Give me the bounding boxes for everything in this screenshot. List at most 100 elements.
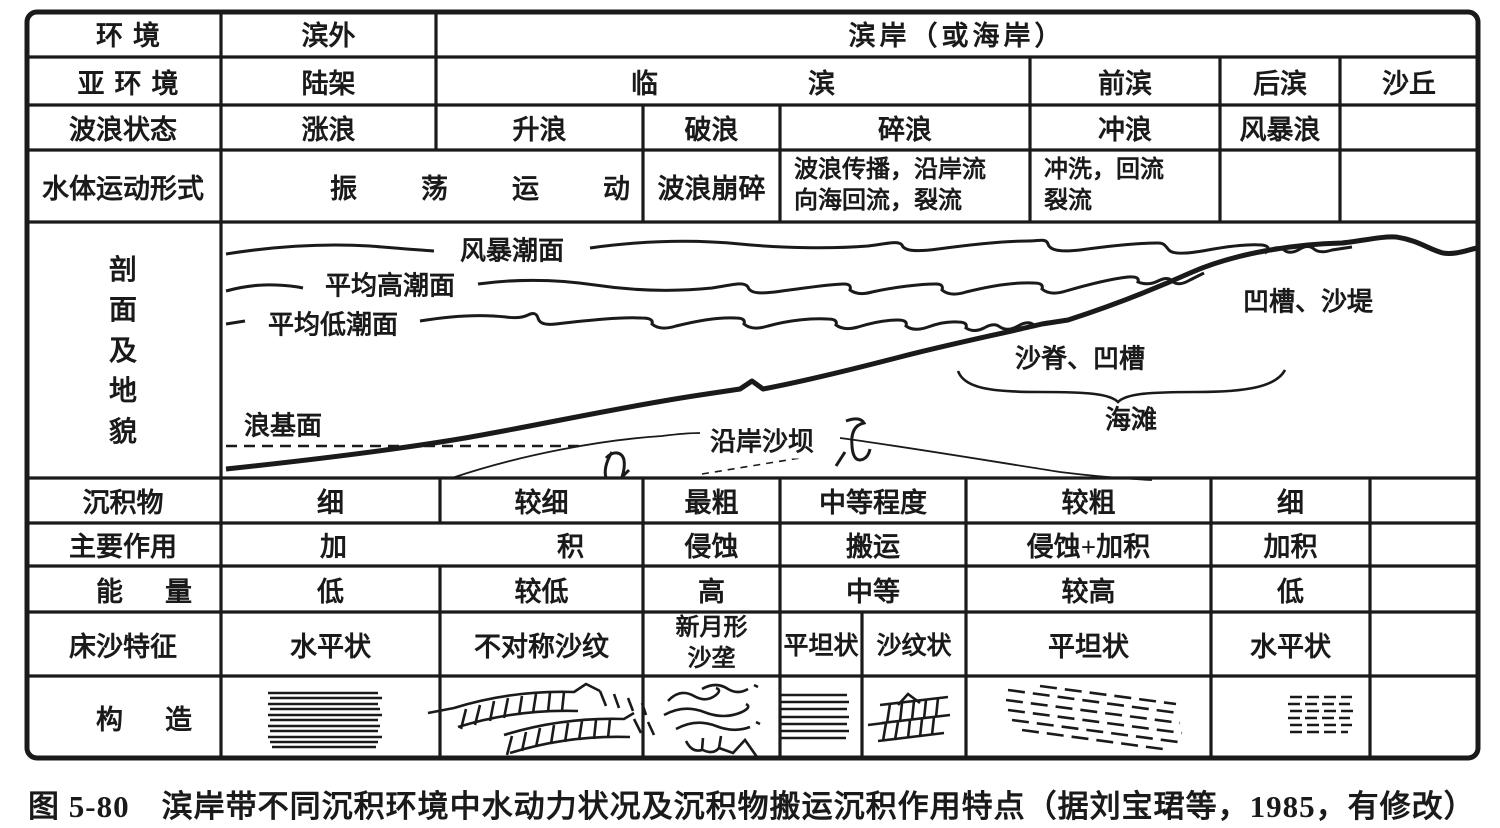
- propagation-line-1: 波浪传播，沿岸流: [794, 156, 986, 183]
- cell-motion-empty-2: [1340, 150, 1478, 222]
- swash-line-2: 裂流: [1044, 188, 1092, 214]
- row-header-water-motion: 水体运动形式: [42, 173, 204, 204]
- cell-bedform-crescent-dune: 新月形沙垄: [643, 612, 780, 676]
- cell-sediment-coarsest: 最粗: [684, 488, 739, 518]
- cell-bedform-horizontal-1: 水平状: [290, 631, 371, 662]
- cell-sediment-finer: 较细: [514, 488, 569, 518]
- cell-foreshore: 前滨: [1098, 68, 1152, 99]
- cell-bedform-flat-2: 平坦状: [1048, 631, 1129, 662]
- storm-tide-line: [225, 238, 1353, 256]
- label-ridge-trough: 沙脊、凹槽: [1014, 344, 1146, 374]
- shoreface-char-1: 临: [631, 68, 658, 99]
- row-header-wave-state: 波浪状态: [69, 115, 177, 145]
- cell-dune: 沙丘: [1382, 68, 1436, 99]
- cell-energy-low-1: 低: [317, 576, 344, 607]
- accretion-char-1: 加: [320, 532, 347, 562]
- cell-erosion-accretion: 侵蚀+加积: [1026, 532, 1151, 562]
- cell-sediment-coarser: 较粗: [1061, 488, 1116, 518]
- accretion-char-2: 积: [557, 532, 584, 562]
- row-header-main-action: 主要作用: [69, 532, 177, 562]
- cell-sediment-empty: [1370, 478, 1478, 523]
- cell-transport: 搬运: [846, 532, 900, 562]
- cell-offshore: 滨外: [301, 21, 356, 51]
- cell-bedform-empty: [1370, 612, 1478, 676]
- climbing-ripple-lamination-icon: [867, 692, 951, 743]
- table-outer-border: [24, 9, 1481, 761]
- table-grid: [25, 12, 1478, 758]
- wave-propagation-text: 波浪传播，沿岸流向海回流，裂流: [794, 155, 986, 217]
- cell-erosion: 侵蚀: [684, 532, 739, 562]
- row-header-profile: 剖面及地貌: [25, 232, 221, 472]
- cell-wave-collapse: 波浪崩碎: [657, 173, 766, 204]
- cell-coast: 滨岸（或海岸）: [848, 21, 1066, 51]
- cell-wave-swash: 冲浪: [1098, 115, 1152, 145]
- cell-wave-breaking: 破浪: [684, 115, 739, 145]
- cell-wave-rising: 涨浪: [301, 115, 356, 145]
- swash-line-1: 冲洗，回流: [1044, 156, 1164, 183]
- row-header-sediment: 沉积物: [82, 488, 164, 518]
- rip-channel-mark: [603, 451, 631, 479]
- profile-sketch: [225, 234, 1478, 481]
- profile-header-text: 剖面及地貌: [108, 254, 137, 448]
- cell-wave-shoaling: 升浪: [512, 115, 567, 145]
- cell-wave-empty: [1340, 105, 1478, 150]
- longshore-bar-outline: [451, 432, 1153, 481]
- mean-high-tide-line: [225, 271, 1205, 296]
- crescent-line-1: 新月形: [675, 614, 748, 641]
- swash-backflow-text: 冲洗，回流裂流: [1044, 155, 1164, 217]
- trough-cross-bedding-icon: [427, 682, 656, 756]
- low-angle-cross-bedding-icon: [1005, 684, 1183, 752]
- hook-symbol: [834, 417, 872, 467]
- crescent-dune-text: 新月形沙垄: [676, 613, 748, 675]
- parallel-lamination-icon: [779, 693, 849, 740]
- cell-accretion: 加积: [1263, 532, 1318, 562]
- row-header-subenvironment: 亚环境: [77, 68, 189, 99]
- cell-energy-high: 高: [698, 576, 725, 607]
- cell-bedform-horizontal-2: 水平状: [1250, 631, 1331, 662]
- row-header-environment: 环境: [96, 21, 170, 51]
- beach-profile-line: [225, 234, 1478, 472]
- horizontal-lamination-icon: [268, 691, 382, 749]
- label-storm-tide: 风暴潮面: [456, 230, 568, 268]
- mean-low-tide-line: [225, 312, 1049, 332]
- cell-energy-low-2: 低: [1277, 576, 1304, 607]
- horizontal-lamination-small-icon: [1288, 695, 1354, 734]
- cell-backshore: 后滨: [1253, 68, 1307, 99]
- cell-swash-backflow: 冲洗，回流裂流: [1044, 150, 1220, 222]
- structure-symbols: [268, 682, 1354, 758]
- cell-wave-storm: 风暴浪: [1239, 115, 1321, 145]
- cell-shelf: 陆架: [301, 68, 356, 99]
- row-header-bedform: 床沙特征: [69, 631, 177, 662]
- cell-energy-empty: [1370, 566, 1478, 612]
- cell-bedform-rippled: 沙纹状: [876, 633, 952, 660]
- label-beach: 海滩: [1104, 405, 1158, 435]
- label-mean-high-tide: 平均高潮面: [321, 265, 459, 303]
- cell-energy-lower: 较低: [514, 576, 569, 607]
- cell-oscillation: 振荡运动: [330, 173, 694, 204]
- figure-caption: 图 5-80 滨岸带不同沉积环境中水动力状况及沉积物搬运沉积作用特点（据刘宝珺等…: [28, 789, 1476, 824]
- cell-shoreface: 临 滨: [436, 57, 1090, 105]
- label-mean-low-tide: 平均低潮面: [264, 304, 402, 342]
- cell-wave-surf: 碎浪: [878, 115, 932, 145]
- row-header-energy: 能量: [96, 576, 234, 607]
- wave-ripple-lamination-icon: [663, 683, 761, 758]
- label-longshore-bar: 沿岸沙坝: [706, 421, 818, 459]
- cell-action-empty: [1370, 523, 1478, 566]
- cell-motion-empty-1: [1220, 150, 1340, 222]
- crescent-line-2: 沙垄: [687, 646, 736, 672]
- cell-wave-propagation: 波浪传播，沿岸流向海回流，裂流: [794, 150, 1030, 222]
- cell-energy-medium: 中等: [846, 576, 900, 607]
- cell-bedform-asymmetric-ripple: 不对称沙纹: [474, 631, 609, 662]
- cell-sediment-fine-2: 细: [1277, 488, 1304, 518]
- label-trough-ridge: 凹槽、沙堤: [1242, 287, 1374, 317]
- bar-dashed-line: [701, 456, 807, 475]
- cell-bedform-flat-1: 平坦状: [783, 633, 859, 660]
- label-wave-base: 浪基面: [243, 411, 323, 441]
- propagation-line-2: 向海回流，裂流: [794, 188, 962, 214]
- cell-sediment-fine-1: 细: [317, 488, 344, 518]
- shoreface-char-2: 滨: [808, 68, 835, 99]
- cell-energy-higher: 较高: [1061, 576, 1116, 607]
- row-header-structure: 构造: [96, 704, 234, 735]
